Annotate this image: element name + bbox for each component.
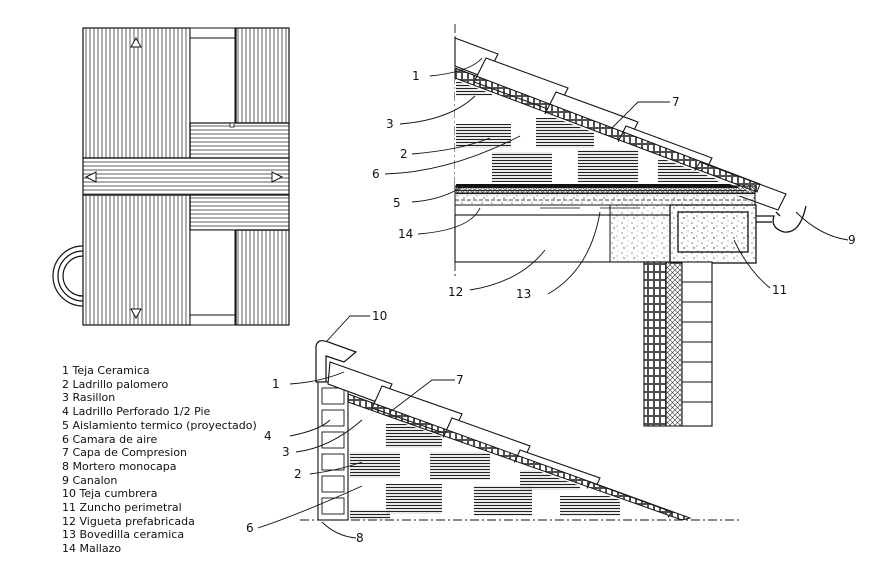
legend-item: 5 Aislamiento termico (proyectado) [62,418,257,432]
legend-item: 9 Canalon [62,473,118,487]
callout-label: 14 [398,227,413,241]
palomero-bricks [349,404,676,520]
legend-item: 12 Vigueta prefabricada [62,514,195,528]
eave-section-detail: 1 3 2 6 5 14 12 13 7 9 11 [372,24,856,427]
compression-layer [454,192,756,206]
callout-label: 1 [412,69,420,83]
legend-item: 10 Teja cumbrera [62,487,158,501]
perforated-brick-wall [317,381,349,521]
callout-label: 3 [282,445,290,459]
ridge-section-detail: 10 1 4 3 2 6 7 8 [246,309,740,545]
callout-label: 12 [448,285,463,299]
plan-roof-panel [189,122,290,159]
legend-item: 1 Teja Ceramica [62,364,150,377]
concrete-fill [609,204,671,263]
slope-arrow-icon [130,308,142,320]
plan-ridge-band [82,157,290,196]
palomero-bricks [455,80,756,196]
plan-roof-panel [82,194,191,326]
round-element [52,245,84,307]
outer-brick-wall [681,261,713,427]
thermal-insulation [454,185,756,194]
gutter [756,205,807,233]
ridge-tile [315,340,358,383]
callout-label: 6 [246,521,254,535]
callout-label: 2 [400,147,408,161]
callout-label: 3 [386,117,394,131]
roof-plan-view [52,27,290,326]
callout-label: 2 [294,467,302,481]
plan-roof-panel [82,27,191,159]
legend-item: 4 Ladrillo Perforado 1/2 Pie [62,405,211,419]
plan-opening [189,37,236,124]
callout-label: 1 [272,377,280,391]
plan-opening [189,229,236,316]
plan-roof-panel [235,27,290,124]
legend-item: 6 Camara de aire [62,432,158,446]
legend-item: 14 Mallazo [62,542,122,556]
callout-label: 13 [516,287,531,301]
callout-label: 7 [456,373,464,387]
perforated-brick-wall [643,261,667,427]
slope-arrow-icon [84,171,97,183]
slope-arrow-icon [130,36,142,48]
callout-label: 10 [372,309,387,323]
wall-insulation [665,261,683,427]
plan-roof-panel [235,229,290,326]
legend-item: 11 Zuncho perimetral [62,501,182,515]
legend-item: 8 Mortero monocapa [62,459,177,473]
plan-panel [189,314,236,326]
rasillon-layer [454,67,761,193]
callout-label: 9 [848,233,856,247]
plan-panel [189,27,236,39]
legend-item: 3 Rasillon [62,391,116,405]
callout-label: 7 [672,95,680,109]
eave-callouts [384,57,849,295]
legend-item: 7 Capa de Compresion [62,446,188,460]
callout-label: 11 [772,283,787,297]
callout-label: 8 [356,531,364,545]
callout-label: 6 [372,167,380,181]
legend-item: 2 Ladrillo palomero [62,377,169,391]
callout-label: 5 [393,196,401,210]
legend-item: 13 Bovedilla ceramica [62,528,185,542]
slope-arrow-icon [271,171,284,183]
callout-label: 4 [264,429,272,443]
material-legend: 1 Teja Ceramica 2 Ladrillo palomero 3 Ra… [62,364,257,556]
plan-roof-panel [189,194,290,231]
ridge-callouts [257,315,455,539]
